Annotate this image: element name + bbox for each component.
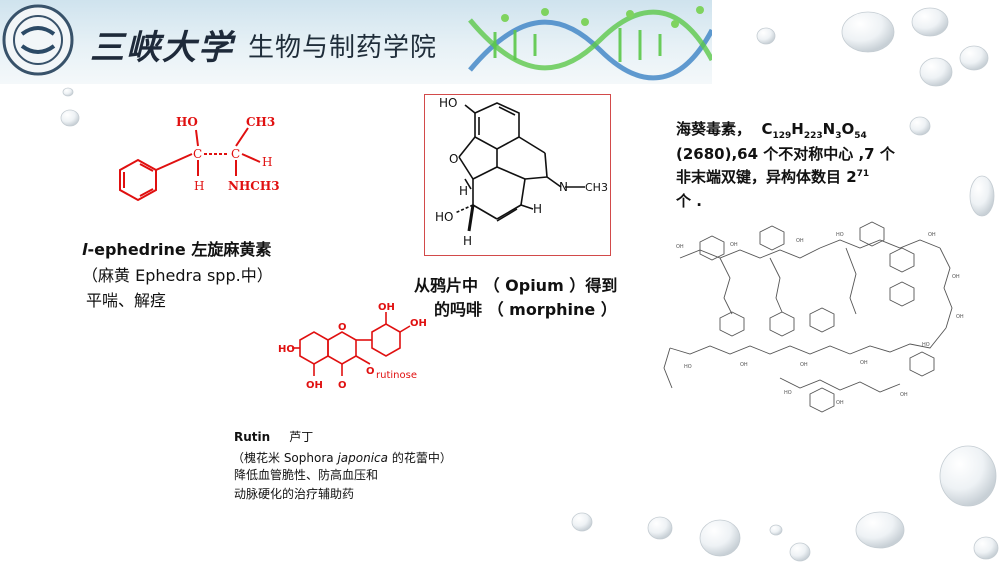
morphine-caption-1: 从鸦片中 （ Opium ）得到 [414,276,618,295]
rutin-atom-o-ring: O [338,322,347,333]
formula-h: H [791,120,804,138]
svg-text:HO: HO [922,342,930,348]
atom-nhch3: NHCH3 [228,179,280,193]
svg-text:OH: OH [730,242,738,248]
ephedrine-name-rest: -ephedrine 左旋麻黄素 [87,240,272,259]
svg-text:HO: HO [684,364,692,370]
palytoxin-line-2: (2680),64 个不对称中心 ,7 个 [676,145,895,163]
palytoxin-line-1: 海葵毒素， C129H223N3O54 [676,118,867,141]
rutin-atom-oh-right: OH [410,318,427,329]
palytoxin-structure: OH OH OH HO OH OH OH HO OH OH OH HO OH OH HO [663,221,964,413]
ephedrine-use: 平喘、解痉 [86,291,167,310]
svg-text:HO: HO [836,232,844,238]
palytoxin-name: 海葵毒素， [676,120,752,138]
rutin-use-1: 降低血管脆性、防高血压和 [234,468,379,482]
rutin-source-suffix: 的花蕾中） [388,451,452,465]
formula-n: N [822,120,836,138]
morphine-atom-o: O [449,152,458,166]
svg-text:OH: OH [740,362,748,368]
rutin-name: Rutin [234,430,271,444]
rutin-source-italic: japonica [337,451,388,465]
rutinose-label: rutinose [376,370,417,381]
formula-o-count: 54 [854,131,867,141]
svg-text:OH: OH [796,238,804,244]
rutin-atom-o-rutinose: O [366,366,375,377]
svg-text:OH: OH [928,232,936,238]
rutin-atom-o-keto: O [338,380,347,391]
svg-text:HO: HO [784,390,792,396]
palytoxin-line-4: 个 . [676,192,702,210]
morphine-atom-h-right: H [533,202,542,216]
morphine-atom-ch3: CH3 [585,181,608,194]
rutin-structure: HO OH OH OH O O O rutinose [278,302,427,391]
svg-text:OH: OH [800,362,808,368]
rutin-use-2: 动脉硬化的治疗辅助药 [234,487,355,501]
morphine-structure-frame: HO HO O H H H N CH3 [424,94,611,256]
morphine-structure: HO HO O H H H N CH3 [435,96,608,248]
rutin-name-line: Rutin 芦丁 [234,428,313,445]
school-name: 三峡大学 [90,28,234,68]
atom-h2: H [262,155,272,169]
palytoxin-line-3: 非末端双键，异构体数目 271 [676,166,869,187]
college-name: 生物与制药学院 [248,33,438,63]
formula-n-count: 3 [835,131,842,141]
palytoxin-line-3-text: 非末端双键，异构体数目 2 [676,168,857,186]
atom-h1: H [194,179,204,193]
atom-c1: C [193,147,202,161]
formula-c-count: 129 [772,131,792,141]
ephedrine-structure: HO CH3 C C H H NHCH3 [119,115,280,202]
svg-text:OH: OH [952,274,960,280]
ephedrine-name: l-ephedrine 左旋麻黄素 [82,236,271,260]
header-banner: 三峡大学 生物与制药学院 [0,0,712,84]
morphine-atom-n: N [559,180,568,194]
dna-helix-graphic [2,4,712,81]
palytoxin-isomer-exponent: 71 [856,169,870,179]
formula-h-count: 223 [803,131,823,141]
morphine-atom-h-bottom: H [463,234,472,248]
svg-text:OH: OH [836,400,844,406]
rutin-name-cn: 芦丁 [289,430,314,444]
svg-text:OH: OH [860,360,868,366]
ephedrine-source: （麻黄 Ephedra spp.中） [82,266,273,285]
rutin-source-prefix: （槐花米 Sophora [232,451,338,465]
svg-text:OH: OH [900,392,908,398]
rutin-atom-ho-left: HO [278,344,295,355]
rutin-source: （槐花米 Sophora japonica 的花蕾中） [232,449,452,466]
ephedrine-prefix: l [82,240,88,259]
atom-ch3: CH3 [246,115,275,129]
morphine-atom-ho-bottom: HO [435,210,453,224]
morphine-atom-ho-top: HO [439,96,457,110]
formula-o: O [841,120,855,138]
svg-text:OH: OH [676,244,684,250]
morphine-atom-h-left: H [459,184,468,198]
formula-c: C [761,120,773,138]
svg-text:OH: OH [956,314,964,320]
atom-ho: HO [176,115,198,129]
rutin-atom-oh-bottom: OH [306,380,323,391]
atom-c2: C [231,147,240,161]
morphine-caption-2: 的吗啡 （ morphine ） [434,300,617,319]
rutin-atom-oh-top: OH [378,302,395,313]
